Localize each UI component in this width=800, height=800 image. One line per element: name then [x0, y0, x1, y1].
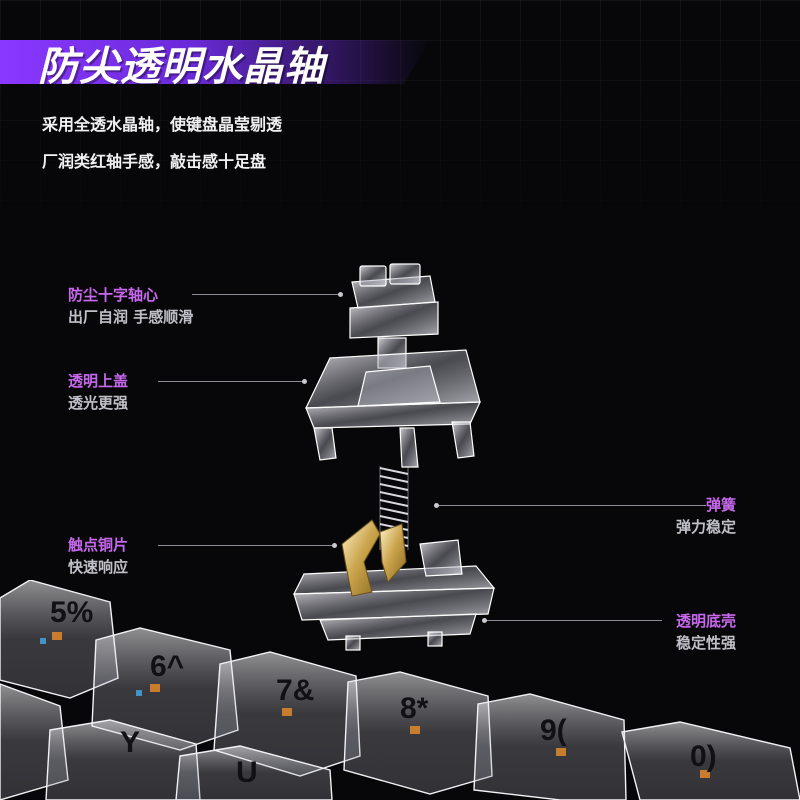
callout-bottom-housing: 透明底壳 稳定性强 [600, 610, 736, 654]
keycaps-icon: 5% 6^ 7& 8* 9( 0) Y U [0, 580, 800, 800]
callout-spring-title: 弹簧 [705, 496, 736, 514]
callout-stem-dot [338, 292, 343, 297]
keycap-legend-7: 7& [276, 674, 314, 707]
callout-bottom-housing-title: 透明底壳 [675, 612, 736, 630]
callout-top-housing-title: 透明上盖 [68, 372, 129, 390]
callout-spring: 弹簧 弹力稳定 [620, 494, 736, 538]
keycap-legend-6: 6^ [150, 650, 184, 683]
callout-contact-line [158, 545, 334, 546]
callout-top-housing-dot [302, 379, 307, 384]
contact-leaf-part [341, 519, 407, 597]
switch-exploded-icon [293, 263, 496, 651]
bottom-housing-part [293, 539, 496, 651]
switch-stems-orange [52, 632, 710, 778]
keycap-legend-y: Y [120, 726, 140, 759]
intro-line-2: 厂润类红轴手感，敲击感十足盘 [42, 152, 267, 171]
keycap-legend-8: 8* [400, 692, 429, 725]
callout-contact-dot [332, 543, 337, 548]
callout-bottom-housing-subtitle: 稳定性强 [675, 634, 736, 652]
title-accent-band [0, 40, 430, 84]
top-housing-part [305, 349, 481, 468]
callout-stem-title: 防尘十字轴心 [68, 286, 159, 304]
callout-top-housing: 透明上盖 透光更强 [68, 370, 128, 414]
callout-stem: 防尘十字轴心 出厂自润 手感顺滑 [68, 284, 193, 328]
keycap-legend-9: 9( [540, 714, 567, 747]
intro-line-1: 采用全透水晶轴，使键盘晶莹剔透 [42, 115, 283, 134]
keycap-legend-5: 5% [50, 596, 93, 629]
switch-stems-blue [40, 638, 142, 696]
callout-contact-subtitle: 快速响应 [68, 558, 129, 576]
callout-spring-line [438, 505, 706, 506]
callout-contact-title: 触点铜片 [68, 536, 129, 554]
intro-text: 采用全透水晶轴，使键盘晶莹剔透 厂润类红轴手感，敲击感十足盘 [42, 106, 282, 180]
callout-contact: 触点铜片 快速响应 [68, 534, 128, 578]
keycap-legend-0: 0) [690, 740, 717, 773]
stem-part [349, 263, 439, 369]
callout-spring-dot [434, 503, 439, 508]
keycap-9 [473, 693, 627, 800]
callout-bottom-housing-dot [482, 618, 487, 623]
callout-stem-subtitle: 出厂自润 手感顺滑 [68, 308, 194, 326]
keycap-0 [621, 721, 800, 800]
callout-top-housing-subtitle: 透光更强 [68, 394, 129, 412]
callout-stem-line [192, 294, 340, 295]
page-title: 防尖透明水晶轴 [38, 44, 325, 90]
keycap-legend-u: U [236, 756, 258, 789]
callout-bottom-housing-line [486, 620, 662, 621]
callout-spring-subtitle: 弹力稳定 [675, 518, 736, 536]
keycap-u [175, 745, 333, 800]
callout-top-housing-line [158, 381, 304, 382]
